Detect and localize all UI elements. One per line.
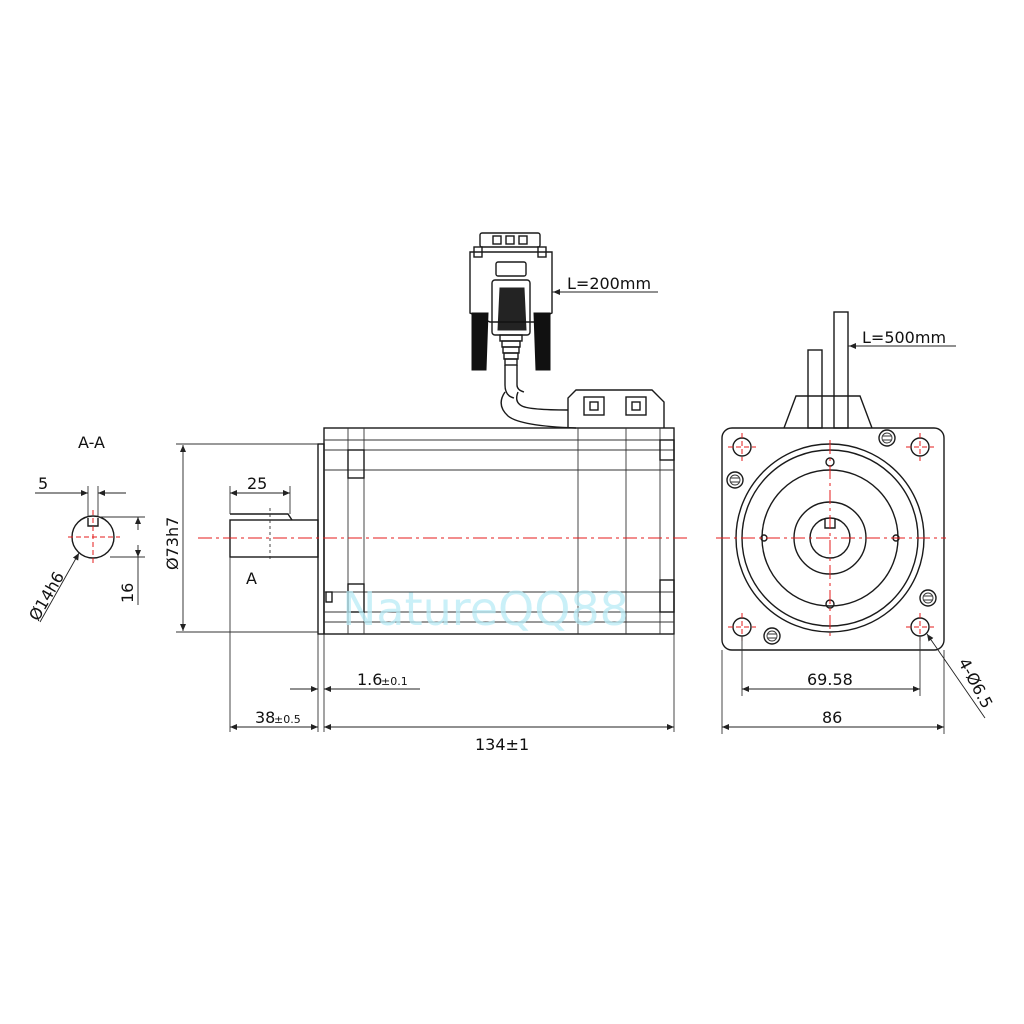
motor-body (323, 427, 675, 635)
shaft-dia-leader (39, 552, 80, 623)
hole-spacing-label: 69.58 (807, 670, 853, 689)
cable-length-200: L=200mm (567, 274, 651, 293)
section-marker: A (246, 569, 257, 588)
cable-length-500: L=500mm (862, 328, 946, 347)
watermark-text: NatureQQ88 (342, 582, 629, 636)
shaft-key (230, 513, 293, 521)
side-view: L=200mm (163, 232, 690, 754)
encoder-cable (500, 391, 577, 429)
key-width-label: 5 (38, 474, 48, 493)
power-cable-2 (833, 311, 849, 429)
db-connector (469, 232, 553, 399)
shaft-ext-label: 38 (255, 708, 275, 727)
shaft-length-label: 25 (247, 474, 267, 493)
flange-plate (317, 443, 325, 635)
front-view: L=500mm (716, 311, 997, 734)
power-cable-1 (807, 349, 823, 429)
flange-dia-label: Ø73h7 (163, 517, 182, 570)
encoder-cable-inner (515, 391, 569, 411)
flange-offset-tol: ±0.1 (381, 675, 408, 688)
flange-square (721, 427, 945, 651)
key-height-label: 16 (118, 583, 137, 603)
cable-gland (783, 395, 873, 429)
body-length-label: 134±1 (475, 735, 529, 754)
section-title: A-A (78, 433, 105, 452)
shaft-ext-tol: ±0.5 (274, 713, 301, 726)
screw-heads (726, 429, 937, 645)
encoder-housing (567, 389, 665, 428)
section-a-a: A-A 5 16 Ø14h6 (25, 433, 145, 624)
flange-offset-label: 1.6 (357, 670, 382, 689)
shaft-dia-label: Ø14h6 (25, 568, 68, 624)
mount-holes (728, 433, 934, 641)
flange-width-label: 86 (822, 708, 842, 727)
